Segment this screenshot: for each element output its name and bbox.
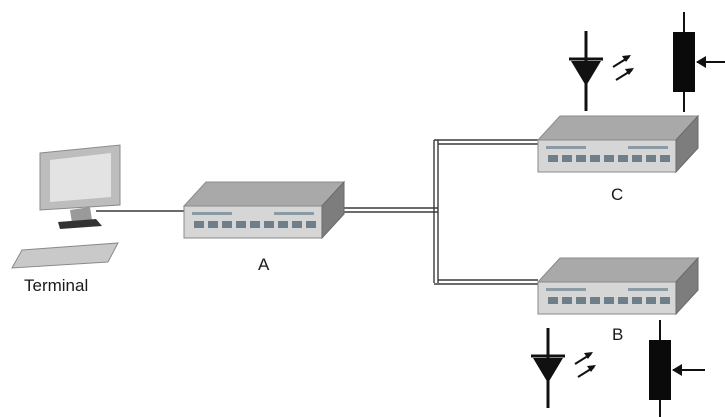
resistor-b-icon <box>648 319 706 417</box>
terminal-label: Terminal <box>24 276 88 295</box>
trunk-vertical-cable <box>433 140 439 283</box>
hub-to-c-cable <box>434 139 538 145</box>
switch-c-icon <box>537 115 699 173</box>
resistor-c-icon <box>672 11 725 113</box>
terminal-computer-icon <box>11 144 121 269</box>
a-to-hub-cable <box>340 207 438 213</box>
switch-b-icon <box>537 257 699 315</box>
photodiode-b-icon <box>529 326 598 410</box>
switch-a-icon <box>183 181 345 239</box>
switch-a-label: A <box>258 255 270 274</box>
switch-b-label: B <box>612 325 623 344</box>
switch-c-label: C <box>611 185 623 204</box>
photodiode-c-icon <box>567 29 636 113</box>
hub-to-b-cable <box>434 279 538 285</box>
